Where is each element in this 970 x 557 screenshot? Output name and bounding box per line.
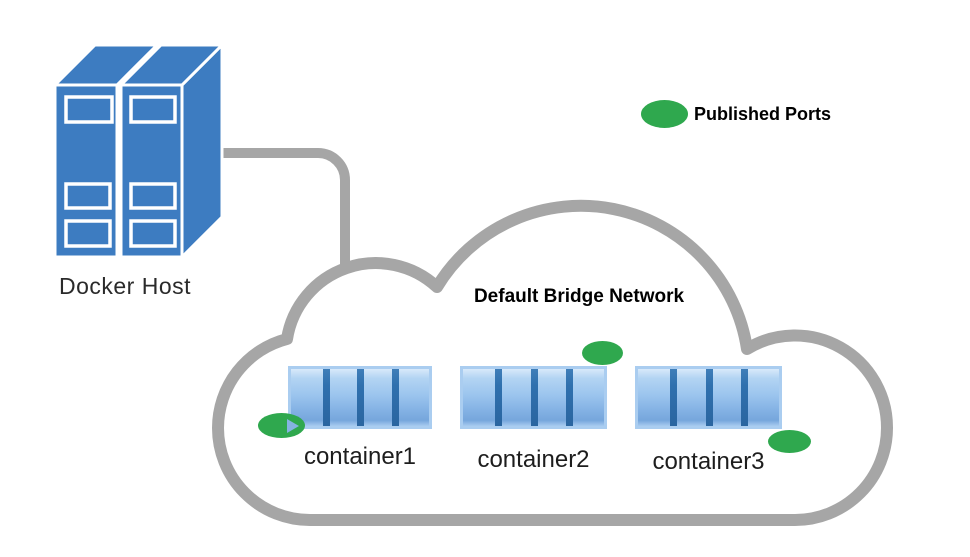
docker-host-label: Docker Host	[58, 273, 192, 299]
container-divider	[740, 369, 748, 426]
bridge-network-label: Default Bridge Network	[473, 286, 685, 307]
container-divider	[357, 369, 364, 426]
published-port-icon	[582, 341, 623, 365]
container-box	[288, 366, 432, 429]
container-label: container1	[303, 443, 417, 470]
container-divider	[705, 369, 713, 426]
container-divider	[670, 369, 678, 426]
published-port-icon	[641, 100, 688, 128]
published-port-icon	[258, 413, 305, 438]
cloud-icon	[212, 199, 894, 526]
container-divider	[391, 369, 399, 426]
container-divider	[495, 369, 503, 426]
published-port-icon	[768, 430, 811, 453]
container-divider	[530, 369, 538, 426]
container-divider	[322, 369, 330, 426]
container-box	[460, 366, 607, 429]
server-slots	[64, 95, 177, 248]
container-divider	[565, 369, 573, 426]
published-ports-legend-label: Published Ports	[694, 104, 832, 124]
connector-line	[223, 148, 350, 274]
server-icon	[51, 41, 226, 261]
container-label: container3	[652, 448, 765, 475]
container-box	[635, 366, 782, 429]
container-label: container2	[477, 446, 590, 473]
arrow-icon	[287, 419, 299, 433]
